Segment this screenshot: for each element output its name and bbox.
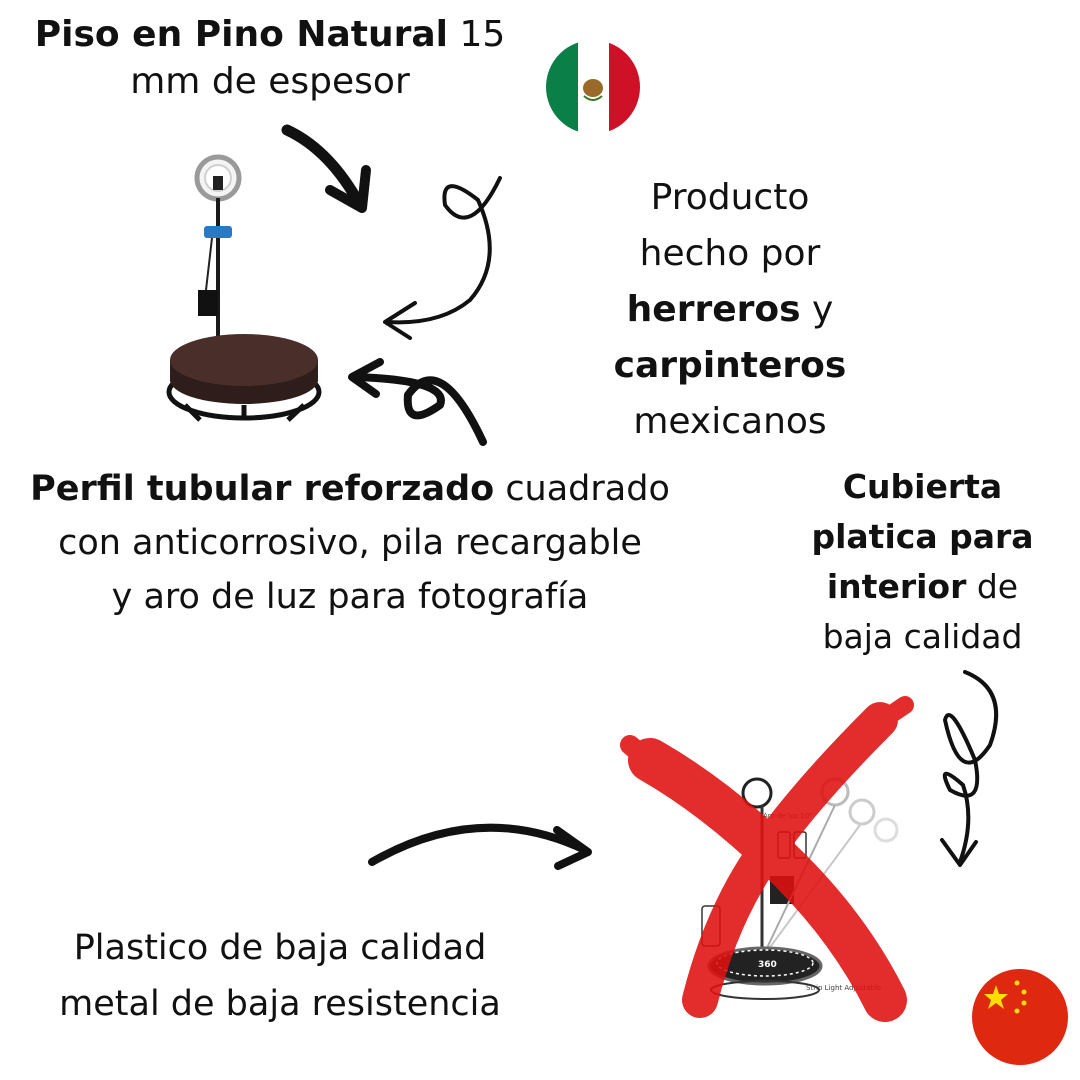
mexicans-label: mexicanos [633,401,827,442]
arrow-icon [348,358,487,446]
arrow-icon [368,823,592,870]
cover-line-1: Cubierta [842,467,1003,506]
arrow-icon [383,176,502,340]
pine-floor-caption: Piso en Pino Natural 15 mm de espesor [20,12,520,106]
made-line-2: hecho por [639,233,821,274]
tubular-profile-line-3: y aro de luz para fotografía [111,577,589,617]
tubular-profile-caption: Perfil tubular reforzado cuadrado con an… [0,462,700,624]
tubular-profile-line-2: con anticorrosivo, pila recargable [58,523,642,563]
low-quality-line-2: metal de baja resistencia [59,984,501,1024]
pine-floor-thickness: 15 [448,14,506,55]
tubular-profile-title: Perfil tubular reforzado [30,469,495,509]
tubular-profile-shape: cuadrado [494,469,670,509]
red-x-mark-icon [620,696,914,1022]
mexico-flag-icon [546,40,640,134]
pine-floor-title: Piso en Pino Natural [34,14,448,55]
cover-line-2: platica para [811,517,1034,556]
low-quality-caption: Plastico de baja calidad metal de baja r… [20,920,540,1032]
carpenters-label: carpinteros [613,345,847,386]
arrow-icon [281,124,371,213]
cover-line-4: baja calidad [822,617,1023,656]
china-flag-icon [972,969,1068,1065]
cover-line-3: interior [826,567,967,606]
made-in-mexico-caption: Producto hecho por herreros y carpintero… [590,170,870,450]
mexican-360-platform [166,154,322,422]
and-label: y [800,289,834,330]
plastic-cover-caption: Cubierta platica para interior de baja c… [800,462,1045,662]
pine-floor-thickness-unit: mm de espesor [130,60,410,102]
blacksmiths-label: herreros [626,289,801,330]
cover-line-3-rest: de [966,567,1019,606]
arrow-icon [940,670,999,867]
made-line-1: Producto [650,177,810,218]
strip-light-label: Strip Light Adjustable [806,984,881,992]
product-logo-label: 360 [758,960,777,970]
low-quality-line-1: Plastico de baja calidad [73,928,487,968]
